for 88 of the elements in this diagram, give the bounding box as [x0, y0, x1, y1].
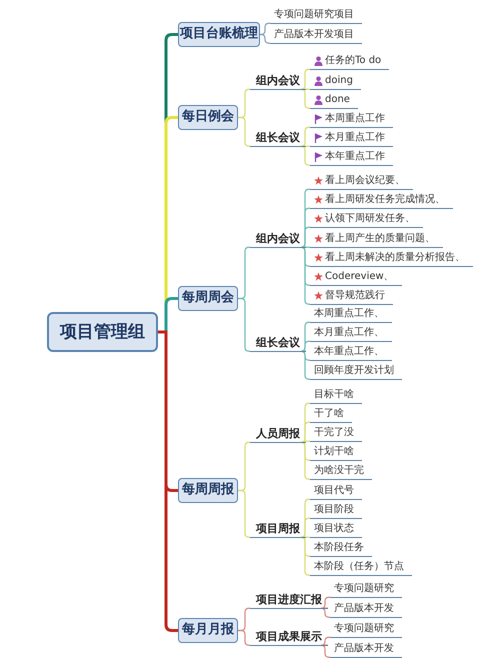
connector-line [306, 146, 310, 147]
topic-item: 本年重点工作、 [310, 344, 392, 361]
topic-text: 本月重点工作 [325, 132, 385, 143]
connector-line [300, 88, 310, 109]
connector-line [300, 68, 310, 90]
connector-line [238, 490, 250, 538]
topic-box: 项目台账梳理 [178, 22, 260, 46]
connector-line [304, 440, 310, 443]
topic-item: 本阶段（任务）节点 [310, 559, 412, 576]
topic-item: 回顾年度开发计划 [310, 363, 402, 380]
subtopic-item: 项目成果展示 [250, 629, 328, 646]
subtopic-item: 组内会议 [250, 73, 306, 90]
topic-item [310, 130, 393, 147]
topic-item: 产品版本开发 [330, 641, 402, 658]
topic-item: 项目阶段 [310, 502, 362, 519]
topic-item: 专项问题研究 [330, 581, 402, 598]
topic-box: 每日例会 [178, 104, 238, 130]
connector-line [300, 226, 310, 248]
topic-item [310, 73, 361, 90]
topic-text: 看上周会议纪要、 [325, 175, 405, 186]
topic-item [310, 250, 473, 267]
topic-text: 本周重点工作 [325, 113, 385, 124]
subtopic-item: 组内会议 [250, 231, 306, 248]
topic-box: 每周周报 [178, 478, 238, 502]
topic-text: 看上周研发任务完成情况、 [325, 194, 445, 205]
topic-item: 为啥没干完 [310, 463, 372, 480]
topic-text: 任务的To do [325, 55, 382, 66]
topic-item: 专项问题研究项目 [270, 7, 362, 24]
topic-item [310, 269, 402, 286]
topic-item [310, 173, 413, 190]
topic-item: 目标干啥 [310, 387, 362, 404]
connector-line [306, 88, 310, 90]
connector-line [300, 146, 310, 166]
topic-item [310, 149, 393, 166]
topic-text: 看上周产生的质量问题、 [325, 233, 435, 244]
connector-line [300, 246, 310, 305]
subtopic-item: 组长会议 [250, 130, 306, 147]
topic-item: 本周重点工作、 [310, 306, 392, 323]
topic-box: 每周周会 [178, 286, 238, 310]
connector-line [320, 636, 330, 646]
topic-item [310, 211, 423, 228]
connector-line [260, 34, 270, 44]
subtopic-item: 组长会议 [250, 335, 306, 352]
topic-item: 干了啥 [310, 406, 352, 423]
topic-text: 本年重点工作 [325, 151, 385, 162]
connector-line [300, 442, 310, 480]
topic-item: 产品版本开发 [330, 601, 402, 618]
connector-line [320, 608, 330, 618]
topic-item: 本月重点工作、 [310, 325, 392, 342]
topic-item: 项目代号 [310, 483, 362, 500]
connector-line [300, 126, 310, 147]
topic-text: 督导规范践行 [325, 290, 385, 301]
topic-text: Codereview、 [325, 271, 394, 282]
connector-line [260, 22, 270, 36]
topic-text: 看上周未解决的质量分析报告、 [325, 252, 465, 263]
topic-text: done [325, 94, 350, 105]
topic-text: 认领下周研发任务、 [325, 213, 415, 224]
topic-item: 计划干啥 [310, 444, 362, 461]
connector-line [306, 246, 310, 248]
connector-line [320, 644, 330, 658]
topic-item: 产品版本开发项目 [270, 27, 362, 44]
connector-line [320, 596, 330, 609]
connector-line [300, 340, 310, 352]
topic-item [310, 92, 358, 109]
topic-box: 每月月报 [178, 618, 238, 642]
connector-line [300, 518, 310, 538]
topic-item [310, 192, 453, 209]
connector-line [158, 330, 178, 632]
connector-line [300, 422, 310, 443]
connector-line [238, 630, 250, 646]
topic-item [310, 231, 443, 248]
connector-line [306, 536, 310, 538]
topic-item: 干完了没 [310, 425, 362, 442]
topic-item [310, 288, 393, 305]
connector-line [300, 536, 310, 576]
topic-item: 专项问题研究 [330, 621, 402, 638]
subtopic-item: 项目周报 [250, 521, 306, 538]
topic-item: 本阶段任务 [310, 540, 372, 557]
topic-text: doing [325, 75, 353, 86]
root-topic-box: 项目管理组 [47, 312, 158, 352]
connector-line [238, 116, 250, 147]
connector-line [300, 350, 310, 380]
topic-item [310, 111, 393, 128]
subtopic-item: 人员周报 [250, 426, 306, 443]
topic-item: 项目状态 [310, 521, 362, 538]
topic-item [310, 53, 390, 70]
connector-line [238, 298, 250, 352]
subtopic-item: 项目进度汇报 [250, 592, 328, 609]
